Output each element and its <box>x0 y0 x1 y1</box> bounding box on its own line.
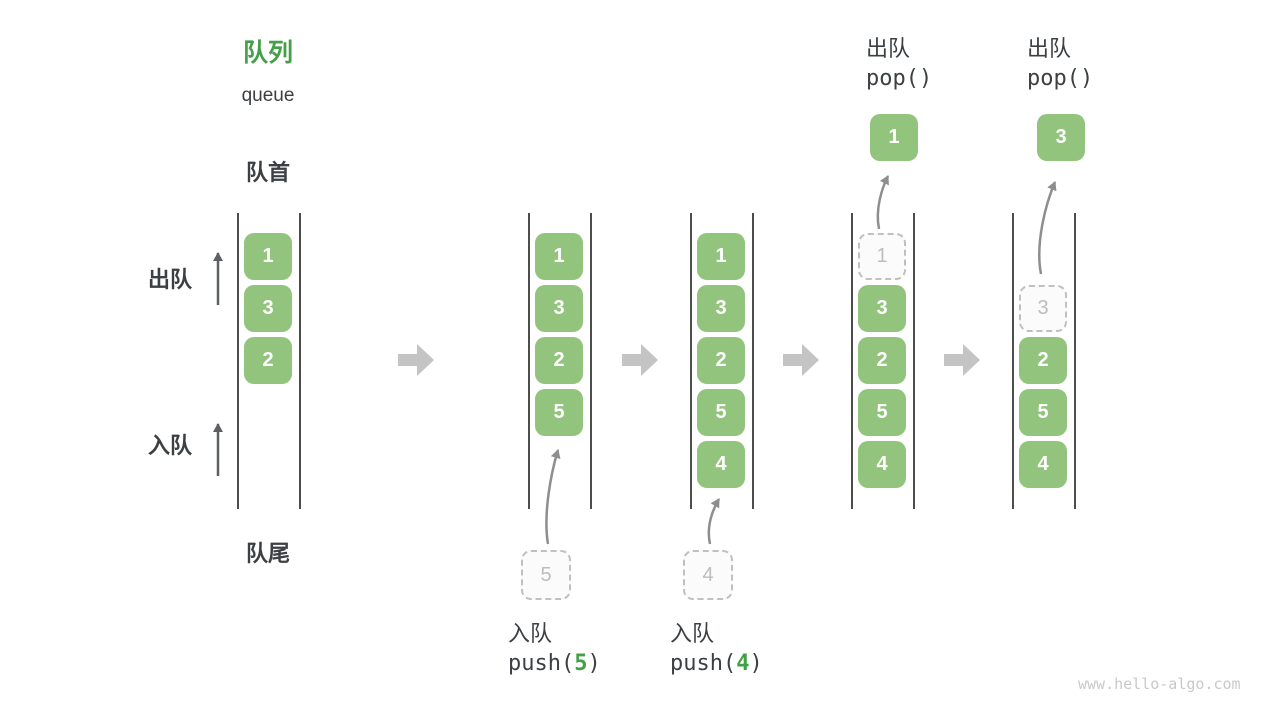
queue-cell-push-5-v1: 1 <box>535 233 583 280</box>
queue-front-label: 队首 <box>245 160 290 185</box>
staged-element-push-4: 4 <box>683 550 733 600</box>
step-transition-arrow-icon <box>944 344 980 376</box>
queue-wall-right-pop-1 <box>913 213 915 509</box>
queue-cell-push-4-v4: 4 <box>697 441 745 488</box>
op-code-label-pop-3: pop() <box>1027 66 1094 91</box>
queue-rear-label: 队尾 <box>245 541 290 566</box>
push5-arrow-icon <box>545 449 561 545</box>
queue-cell-pop-1-v3: 3 <box>858 285 906 332</box>
queue-cell-pop-1-v5: 5 <box>858 389 906 436</box>
queue-cell-pop-3-v5: 5 <box>1019 389 1067 436</box>
queue-cell-pop-1-v2: 2 <box>858 337 906 384</box>
queue-cell-push-4-v2: 2 <box>697 337 745 384</box>
queue-cell-pop-3-v2: 2 <box>1019 337 1067 384</box>
queue-wall-left-push-5 <box>528 213 530 509</box>
queue-cell-pop-3-v4: 4 <box>1019 441 1067 488</box>
op-action-label-pop-1: 出队 <box>866 36 911 61</box>
popped-element-pop-1: 1 <box>870 114 918 161</box>
title-en: queue <box>241 85 295 106</box>
popped-element-pop-3: 3 <box>1037 114 1085 161</box>
queue-cell-dashed-pop-1-v1: 1 <box>858 233 906 280</box>
queue-cell-initial-v3: 3 <box>244 285 292 332</box>
op-action-label-push-4: 入队 <box>670 621 715 646</box>
staged-element-push-5: 5 <box>521 550 571 600</box>
op-code-arg: 4 <box>736 651 750 676</box>
op-action-label-pop-3: 出队 <box>1027 36 1072 61</box>
step-transition-arrow-icon <box>622 344 658 376</box>
op-code-label-pop-1: pop() <box>866 66 933 91</box>
op-code-label-push-4: push(4) <box>670 651 763 676</box>
queue-wall-right-push-4 <box>752 213 754 509</box>
pop3-arrow-icon <box>1038 181 1057 275</box>
queue-wall-right-pop-3 <box>1074 213 1076 509</box>
pop1-arrow-icon <box>876 175 890 230</box>
op-code-arg: 5 <box>574 651 588 676</box>
queue-wall-left-initial <box>237 213 239 509</box>
dequeue-side-label: 出队 <box>148 267 193 292</box>
enqueue-side-label: 入队 <box>148 433 193 458</box>
op-code-label-push-5: push(5) <box>508 651 601 676</box>
step-transition-arrow-icon <box>783 344 819 376</box>
queue-wall-left-pop-3 <box>1012 213 1014 509</box>
push4-arrow-icon <box>707 498 721 545</box>
queue-cell-pop-1-v4: 4 <box>858 441 906 488</box>
queue-wall-right-initial <box>299 213 301 509</box>
queue-cell-push-5-v2: 2 <box>535 337 583 384</box>
watermark: www.hello-algo.com <box>1078 675 1241 693</box>
queue-cell-initial-v2: 2 <box>244 337 292 384</box>
op-action-label-push-5: 入队 <box>508 621 553 646</box>
title-zh: 队列 <box>242 39 293 67</box>
queue-wall-left-pop-1 <box>851 213 853 509</box>
queue-cell-initial-v1: 1 <box>244 233 292 280</box>
queue-cell-dashed-pop-3-v3: 3 <box>1019 285 1067 332</box>
queue-cell-push-5-v5: 5 <box>535 389 583 436</box>
queue-cell-push-5-v3: 3 <box>535 285 583 332</box>
diagram-title-block: 队列 queue <box>208 33 328 107</box>
queue-wall-left-push-4 <box>690 213 692 509</box>
queue-cell-push-4-v5: 5 <box>697 389 745 436</box>
queue-cell-push-4-v3: 3 <box>697 285 745 332</box>
queue-wall-right-push-5 <box>590 213 592 509</box>
queue-cell-push-4-v1: 1 <box>697 233 745 280</box>
step-transition-arrow-icon <box>398 344 434 376</box>
